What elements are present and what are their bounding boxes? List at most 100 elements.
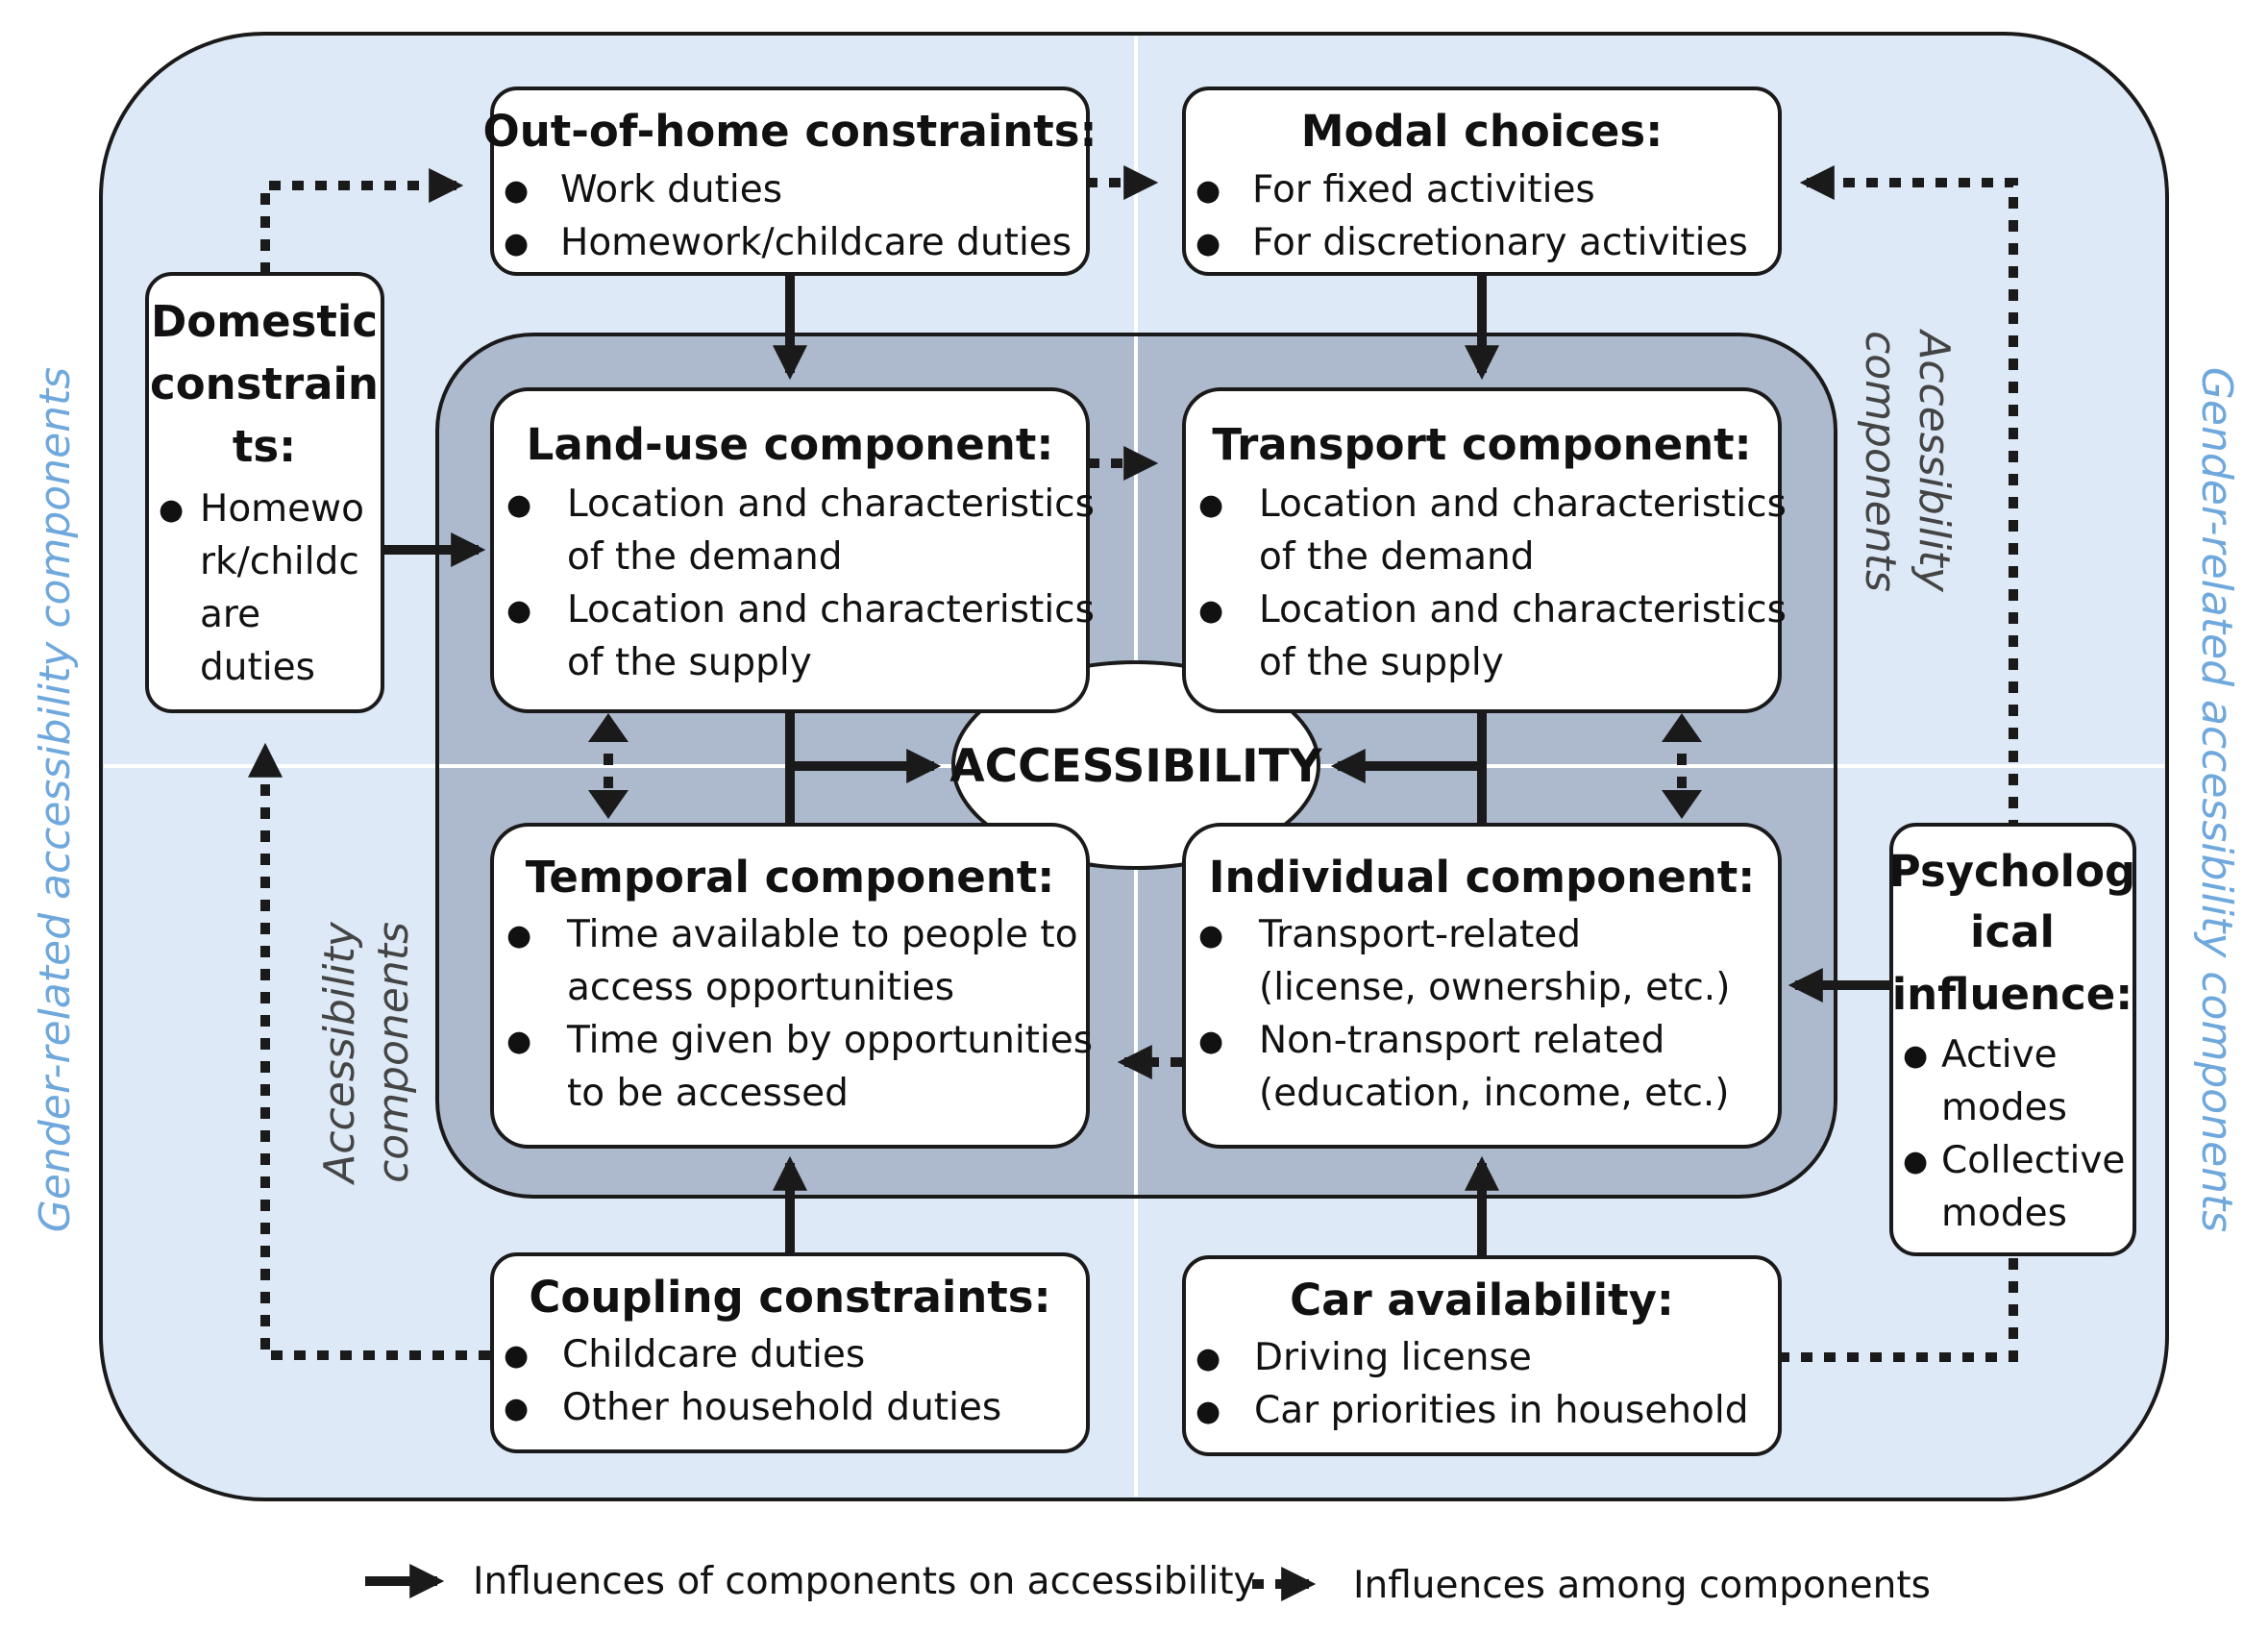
individual-item-2-line-1: Non-transport related xyxy=(1259,1019,1664,1062)
solid-connectors xyxy=(380,274,1891,1257)
land-use-item-2-line-1: Location and characteristics xyxy=(567,588,1095,631)
dotted-connectors xyxy=(248,165,2018,1362)
dotted-psych-to-modal xyxy=(1799,165,2018,831)
out-of-home-box: Out-of-home constraints: ● Work duties ●… xyxy=(482,87,1097,276)
land-use-box: Land-use component: ● Location and chara… xyxy=(490,387,1095,713)
out-of-home-title: Out-of-home constraints: xyxy=(482,106,1097,157)
car-title: Car availability: xyxy=(1290,1275,1674,1325)
inner-label-right-line-2: components xyxy=(1856,331,1905,592)
accessibility-node: ACCESSIBILITY xyxy=(949,660,1323,870)
car-item-2: Car priorities in household xyxy=(1254,1389,1748,1432)
psychological-influence-box: Psycholog ical influence: ● Active modes… xyxy=(1889,823,2136,1256)
bullet: ● xyxy=(1198,1025,1223,1058)
arrowhead-temporal-down xyxy=(588,790,629,819)
temporal-item-1-line-1: Time available to people to xyxy=(566,913,1078,956)
dotted-coupling-to-domestic xyxy=(248,742,490,1360)
temporal-item-2-line-2: to be accessed xyxy=(567,1072,849,1115)
temporal-title: Temporal component: xyxy=(526,852,1055,903)
inner-label-left-line-1: Accessibility xyxy=(315,921,364,1185)
bullet: ● xyxy=(1198,594,1223,628)
transport-item-1-line-1: Location and characteristics xyxy=(1259,483,1787,526)
domestic-item-line-4: duties xyxy=(200,646,315,689)
individual-title: Individual component: xyxy=(1209,852,1756,903)
dotted-double-arrowheads xyxy=(588,713,1702,819)
bullet: ● xyxy=(1198,488,1223,522)
modal-choices-box: Modal choices: ● For fixed activities ● … xyxy=(1182,87,1782,276)
bullet: ● xyxy=(1196,174,1220,208)
legend-solid-label: Influences of components on accessibilit… xyxy=(473,1560,1256,1603)
psych-title-line-2: ical xyxy=(1970,906,2055,957)
psych-item-2-line-2: modes xyxy=(1941,1192,2067,1235)
psych-title-line-3: influence: xyxy=(1892,969,2133,1020)
domestic-item-line-2: rk/childc xyxy=(200,540,359,583)
bullet: ● xyxy=(504,1339,529,1373)
bullet: ● xyxy=(1196,227,1220,260)
modal-choices-item-2: For discretionary activities xyxy=(1252,221,1748,264)
individual-item-2-line-2: (education, income, etc.) xyxy=(1259,1072,1730,1115)
inner-label-left-line-2: components xyxy=(369,922,418,1183)
transport-box: Transport component: ● Location and char… xyxy=(1182,387,1787,713)
transport-item-2-line-2: of the supply xyxy=(1259,641,1504,684)
bullet: ● xyxy=(1198,919,1223,953)
bullet: ● xyxy=(1903,1145,1928,1178)
domestic-title-line-2: constrain xyxy=(150,359,379,409)
inner-label-right-line-1: Accessibility xyxy=(1910,328,1959,592)
accessibility-label: ACCESSIBILITY xyxy=(949,740,1322,793)
temporal-item-2-line-1: Time given by opportunities xyxy=(566,1019,1093,1062)
coupling-item-1: Childcare duties xyxy=(562,1333,865,1376)
individual-item-1-line-1: Transport-related xyxy=(1258,913,1581,956)
out-of-home-item-2: Homework/childcare duties xyxy=(560,221,1072,264)
individual-item-1-line-2: (license, ownership, etc.) xyxy=(1259,966,1730,1009)
modal-choices-item-1: For fixed activities xyxy=(1252,168,1595,211)
car-availability-box: Car availability: ● Driving license ● Ca… xyxy=(1182,1255,1782,1456)
arrowhead-landuse-up xyxy=(588,713,629,742)
psych-title-line-1: Psycholog xyxy=(1889,846,2136,897)
out-of-home-item-1: Work duties xyxy=(560,168,782,211)
inner-label-left: Accessibility components xyxy=(315,921,418,1185)
bullet: ● xyxy=(506,1025,531,1058)
modal-choices-frame xyxy=(1182,87,1782,276)
psychological-influence-frame xyxy=(1889,823,2136,1256)
bullet: ● xyxy=(1903,1039,1928,1073)
psych-item-2-line-1: Collective xyxy=(1941,1139,2125,1182)
legend-dotted-label: Influences among components xyxy=(1353,1564,1931,1607)
transport-frame xyxy=(1182,387,1782,713)
car-item-1: Driving license xyxy=(1254,1336,1532,1379)
domestic-constraints-box: Domestic constrain ts: ● Homewo rk/child… xyxy=(145,272,384,713)
bullet: ● xyxy=(504,227,529,260)
psych-item-1-line-2: modes xyxy=(1941,1086,2067,1129)
land-use-item-1-line-1: Location and characteristics xyxy=(567,483,1095,526)
land-use-item-1-line-2: of the demand xyxy=(567,535,843,579)
bullet: ● xyxy=(506,919,531,953)
inner-label-right: Accessibility components xyxy=(1856,328,1959,592)
individual-frame xyxy=(1182,823,1782,1149)
land-use-frame xyxy=(490,387,1090,713)
temporal-box: Temporal component: ● Time available to … xyxy=(490,823,1093,1149)
temporal-item-1-line-2: access opportunities xyxy=(567,966,954,1009)
psych-item-1-line-1: Active xyxy=(1941,1033,2058,1077)
bullet: ● xyxy=(1196,1342,1220,1375)
transport-item-2-line-1: Location and characteristics xyxy=(1259,588,1787,631)
accessibility-ellipse xyxy=(951,660,1320,870)
bullet: ● xyxy=(506,488,531,522)
legend: Influences of components on accessibilit… xyxy=(365,1560,1931,1607)
land-use-title: Land-use component: xyxy=(527,419,1054,470)
transport-item-1-line-2: of the demand xyxy=(1259,535,1535,579)
coupling-item-2: Other household duties xyxy=(562,1386,1001,1429)
domestic-item-line-3: are xyxy=(200,593,260,636)
land-use-item-2-line-2: of the supply xyxy=(567,641,812,684)
modal-choices-title: Modal choices: xyxy=(1301,106,1663,157)
outer-label-left: Gender-related accessibility components xyxy=(31,367,80,1232)
bullet: ● xyxy=(1196,1395,1220,1428)
individual-box: Individual component: ● Transport-relate… xyxy=(1182,823,1782,1149)
coupling-constraints-box: Coupling constraints: ● Childcare duties… xyxy=(490,1252,1090,1453)
domestic-title-line-1: Domestic xyxy=(151,296,378,347)
domestic-item-line-1: Homewo xyxy=(200,487,364,531)
temporal-frame xyxy=(490,823,1090,1149)
transport-title: Transport component: xyxy=(1212,419,1751,470)
car-availability-frame xyxy=(1182,1255,1782,1456)
coupling-constraints-frame xyxy=(490,1252,1090,1453)
bullet: ● xyxy=(504,1392,529,1425)
dotted-car-to-psych xyxy=(1778,1240,2018,1362)
